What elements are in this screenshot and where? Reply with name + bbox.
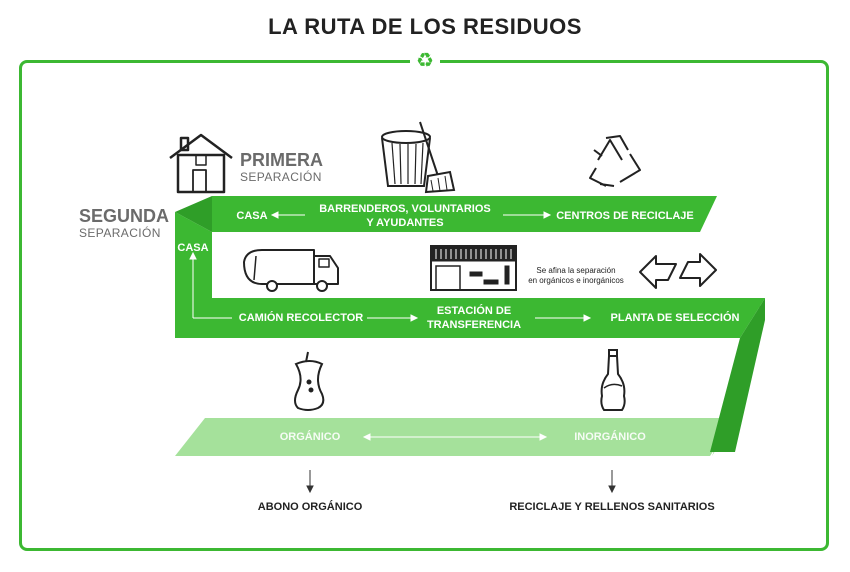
barrenderos-label-line2: Y AYUDANTES	[366, 217, 444, 229]
planta-seleccion-label: PLANTA DE SELECCIÓN	[610, 312, 740, 324]
band-1-casa-label: CASA	[236, 210, 268, 222]
primera-separacion-label: SEPARACIÓN	[240, 170, 322, 184]
band-3-arrow	[362, 433, 548, 441]
abono-organico-label: ABONO ORGÁNICO	[257, 501, 363, 513]
band-2-casa-label: CASA	[177, 242, 209, 254]
broom-icon	[419, 121, 456, 194]
sort-arrows-icon	[639, 253, 717, 289]
segunda-label: SEGUNDA	[79, 206, 170, 226]
camion-recolector-label: CAMIÓN RECOLECTOR	[238, 312, 364, 324]
inorganico-label: INORGÁNICO	[574, 431, 646, 443]
note-line-1: Se afina la separación	[536, 266, 616, 275]
organico-label: ORGÁNICO	[279, 431, 341, 443]
transfer-station-icon	[430, 245, 517, 291]
band-2-front	[175, 298, 765, 338]
estacion-label-line2: TRANSFERENCIA	[426, 319, 522, 331]
bottle-icon	[600, 349, 626, 411]
segunda-separacion-label: SEPARACIÓN	[79, 226, 161, 240]
reciclaje-rellenos-label: RECICLAJE Y RELLENOS SANITARIOS	[509, 501, 715, 513]
band-1-arrows	[270, 211, 552, 219]
primera-label: PRIMERA	[240, 150, 324, 170]
centros-reciclaje-label: CENTROS DE RECICLAJE	[556, 210, 694, 222]
recycle-icon-large	[589, 135, 641, 187]
band-2-side	[710, 298, 765, 452]
apple-core-icon	[294, 351, 325, 411]
barrenderos-label-line1: BARRENDEROS, VOLUNTARIOS	[319, 203, 491, 215]
recycle-icon: ♻	[410, 49, 440, 73]
band-1-slope	[175, 196, 212, 232]
page-title: LA RUTA DE LOS RESIDUOS	[268, 14, 582, 39]
estacion-label-line1: ESTACIÓN DE	[436, 305, 512, 317]
band-1	[212, 196, 717, 232]
note-line-2: en orgánicos e inorgánicos	[528, 276, 624, 285]
garbage-truck-icon	[243, 249, 339, 292]
trash-can-icon	[381, 130, 431, 187]
band-2-arrows	[189, 251, 592, 322]
house-icon	[169, 133, 233, 194]
output-arrows	[306, 470, 616, 494]
